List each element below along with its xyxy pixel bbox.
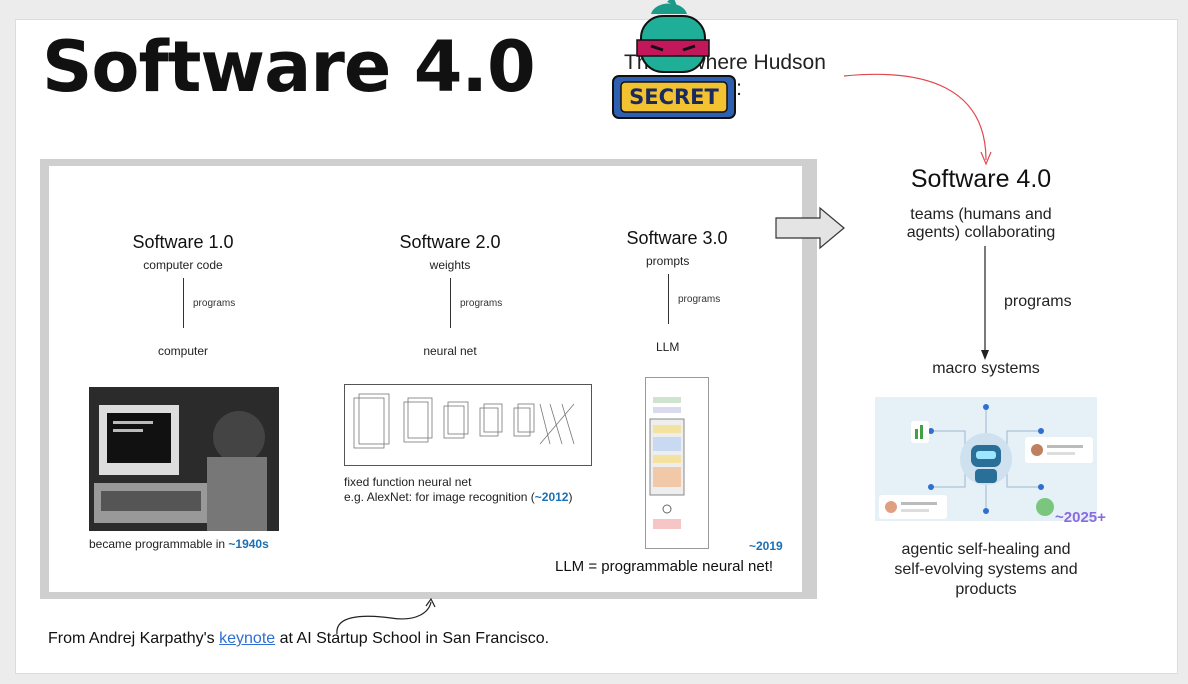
arrow-label: programs xyxy=(193,298,236,309)
embedded-slide-content: Software 1.0 computer code programs comp… xyxy=(49,166,802,592)
software-2-title: Software 2.0 xyxy=(399,232,501,252)
arrow-down-icon xyxy=(668,274,669,324)
caption: From Andrej Karpathy's keynote at AI Sta… xyxy=(48,630,550,647)
slide: Software 4.0 This is where Hudson Labs s… xyxy=(15,19,1178,674)
curved-arrow-icon xyxy=(843,73,992,166)
alexnet-diagram xyxy=(344,384,592,466)
embedded-slide: Software 1.0 computer code programs comp… xyxy=(40,159,817,599)
software-4-subtitle: teams (humans and agents) collaborating xyxy=(906,206,1056,241)
arrow-down-icon xyxy=(981,246,989,360)
software-4-arrow-label: programs xyxy=(1004,293,1072,310)
software-2-target: neural net xyxy=(423,344,477,358)
software-4-target: macro systems xyxy=(932,360,1040,377)
software-1-subtitle: computer code xyxy=(143,258,223,272)
software-3-subtitle: prompts xyxy=(646,254,690,268)
software-1-note: became programmable in ~1940s xyxy=(89,537,269,551)
curly-arrow-icon xyxy=(336,597,436,635)
software-2-subtitle: weights xyxy=(429,258,471,272)
embedded-slide-footer: LLM = programmable neural net! xyxy=(555,558,774,575)
software-2-note: e.g. AlexNet: for image recognition (~20… xyxy=(344,490,573,504)
software-2-note-line1: fixed function neural net xyxy=(344,475,472,489)
transformer-diagram xyxy=(645,377,709,549)
arrow-down-icon xyxy=(183,278,184,328)
vintage-computer-image xyxy=(89,387,279,531)
arrow-label: programs xyxy=(460,298,503,309)
arrow-label: programs xyxy=(678,294,721,305)
software-3-title: Software 3.0 xyxy=(626,228,728,248)
arrow-down-icon xyxy=(450,278,451,328)
page-title: Software 4.0 xyxy=(42,26,536,108)
software-3-year: ~2019 xyxy=(749,539,783,553)
software-4-description: agentic self-healing and self-evolving s… xyxy=(894,541,1078,598)
secret-sticker-icon: SECRET xyxy=(612,0,736,119)
software-3-target: LLM xyxy=(656,340,680,354)
secret-sticker-label: SECRET xyxy=(629,85,719,109)
software-4-year: ~2025+ xyxy=(1055,509,1106,526)
software-1-title: Software 1.0 xyxy=(132,232,234,252)
agents-network-illustration xyxy=(875,397,1097,521)
software-1-target: computer xyxy=(157,344,209,358)
keynote-link[interactable]: keynote xyxy=(219,630,276,647)
right-arrow-icon xyxy=(775,206,845,250)
software-4-title: Software 4.0 xyxy=(910,165,1052,193)
